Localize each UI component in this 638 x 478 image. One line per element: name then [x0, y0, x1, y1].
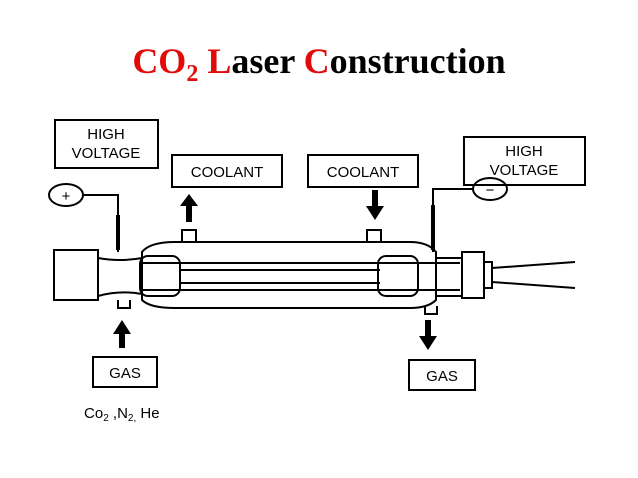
gas-mixture-label: Co2 ,N2, He	[84, 405, 160, 424]
minus-sign: −	[486, 182, 495, 199]
gas-mix-n-sub: 2,	[128, 413, 136, 424]
title-l: L	[207, 41, 232, 81]
water-jacket	[141, 241, 437, 309]
coolant-left-label: COOLANT	[191, 164, 264, 181]
gas-out-arrow	[419, 320, 437, 350]
gas-in-label: GAS	[109, 365, 141, 382]
coolant-port-right	[366, 229, 382, 242]
gas-out-label: GAS	[426, 368, 458, 385]
anode-lead	[83, 194, 119, 252]
laser-tube	[53, 229, 576, 315]
gas-port-right	[424, 306, 438, 315]
gas-mix-co: Co	[84, 405, 103, 422]
cathode-lead	[432, 188, 473, 252]
high-voltage-right-line1: HIGH	[505, 143, 543, 160]
gas-in-box	[92, 356, 158, 388]
title-c: C	[303, 41, 330, 81]
gas-out-box	[408, 359, 476, 391]
coolant-in-arrow	[366, 190, 384, 220]
coolant-right-box	[307, 154, 419, 188]
title-subscript: 2	[186, 61, 199, 87]
slide-title: CO2 Laser Construction	[0, 40, 638, 87]
high-voltage-right-box	[463, 136, 586, 186]
coolant-left-box	[171, 154, 283, 188]
high-voltage-left-line2: VOLTAGE	[72, 145, 141, 162]
coolant-port-left	[181, 229, 197, 242]
gas-port-left	[117, 300, 131, 309]
coolant-right-label: COOLANT	[327, 164, 400, 181]
gas-in-arrow	[113, 320, 131, 348]
title-aser: aser	[231, 41, 304, 81]
gas-mix-n: ,N	[109, 405, 128, 422]
left-end-cap	[53, 249, 99, 301]
high-voltage-left-line1: HIGH	[87, 126, 125, 143]
gas-mix-he: He	[136, 405, 159, 422]
gas-mix-co-sub: 2	[103, 413, 109, 424]
coolant-out-arrow	[180, 194, 198, 222]
title-onstruction: onstruction	[329, 41, 506, 81]
title-co: CO	[132, 41, 187, 81]
plus-sign: +	[62, 188, 71, 205]
high-voltage-right-line2: VOLTAGE	[490, 162, 559, 179]
high-voltage-left-box	[54, 119, 159, 169]
